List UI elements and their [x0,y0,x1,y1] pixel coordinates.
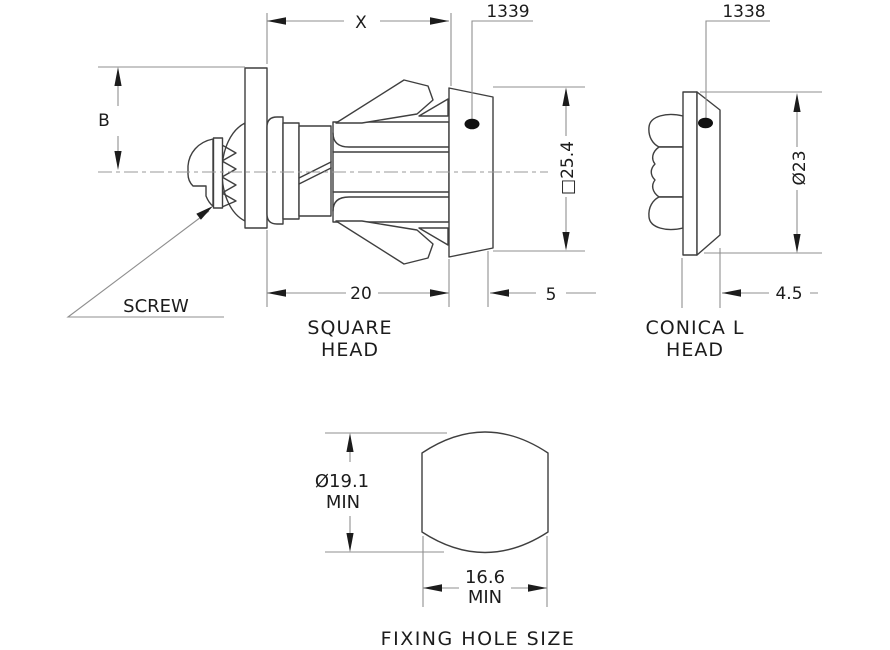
labels: X B 1339 1338 20 5 □25.4 Ø23 4.5 SCREW S… [98,2,810,650]
conical-view-parts [648,91,721,256]
arrowhead [114,151,122,170]
caption-square-head-line2: HEAD [321,339,379,361]
screw-washer [212,137,224,209]
dim-label-b: B [98,111,110,131]
caption-conical-head-line1: CONICA L [646,317,745,339]
body-step-line [332,196,450,212]
caption-conical-head-line2: HEAD [666,339,724,361]
side-view-parts [187,67,494,265]
dim-label-20: 20 [350,284,372,304]
arrowhead [562,232,570,251]
mount-dot-square-head [464,118,480,130]
arrowhead [267,289,286,297]
screw-leader-arrowhead [196,206,213,220]
dim-label-dia-23: Ø23 [790,150,810,185]
part-number-square-head: 1339 [486,2,529,22]
dim-label-square-25-4: □25.4 [558,141,578,195]
body-step-line [332,132,450,148]
spacer-ring [282,122,300,220]
leader-line-1338 [705,20,770,118]
dim-label-dia-19-1: Ø19.1 [315,471,369,492]
dim-label-5: 5 [546,285,557,305]
dim-label-4-5: 4.5 [775,284,802,304]
spring-clip-middle [650,146,684,198]
caption-square-head-line1: SQUARE [307,317,392,339]
arrowhead [722,289,741,297]
caption-fixing-hole: FIXING HOLE SIZE [381,628,576,650]
arrowhead [423,584,442,592]
arrowhead [793,93,801,112]
dim-label-16-6-min: MIN [468,587,502,608]
arrowhead [346,533,354,552]
barrel-slot-line [298,161,332,179]
arrowhead [490,289,509,297]
screw-label: SCREW [123,296,189,317]
dim-label-x: X [355,13,367,33]
arrowhead [430,17,449,25]
arrowhead [793,234,801,253]
arrowhead [267,17,286,25]
arrowhead [562,87,570,106]
cam-plate [244,67,268,229]
arrowheads [114,17,801,592]
spring-clip-top [648,113,684,148]
arrowhead [346,433,354,452]
conical-head-shape [696,91,721,256]
arrowhead [528,584,547,592]
dim-label-dia-19-1-min: MIN [326,492,360,513]
leader-line-screw [66,210,224,318]
leader-line-1339 [471,20,533,119]
conical-flange [682,91,698,256]
screw-head-shape [187,138,214,207]
arrowhead [430,289,449,297]
fixing-hole-shape [421,431,549,554]
spring-wing-top [335,79,434,124]
stop-washer [266,116,284,225]
spring-wing-bottom-rear [418,227,449,246]
barrel-slot-line [298,167,332,185]
arrowhead [114,67,122,86]
dim-label-16-6: 16.6 [465,567,505,588]
spring-wing-bottom [335,220,434,265]
mount-dot-conical-head [698,117,713,129]
spring-wing-top-rear [418,98,449,117]
spring-clip-bottom [648,196,684,231]
part-number-conical-head: 1338 [722,2,765,22]
